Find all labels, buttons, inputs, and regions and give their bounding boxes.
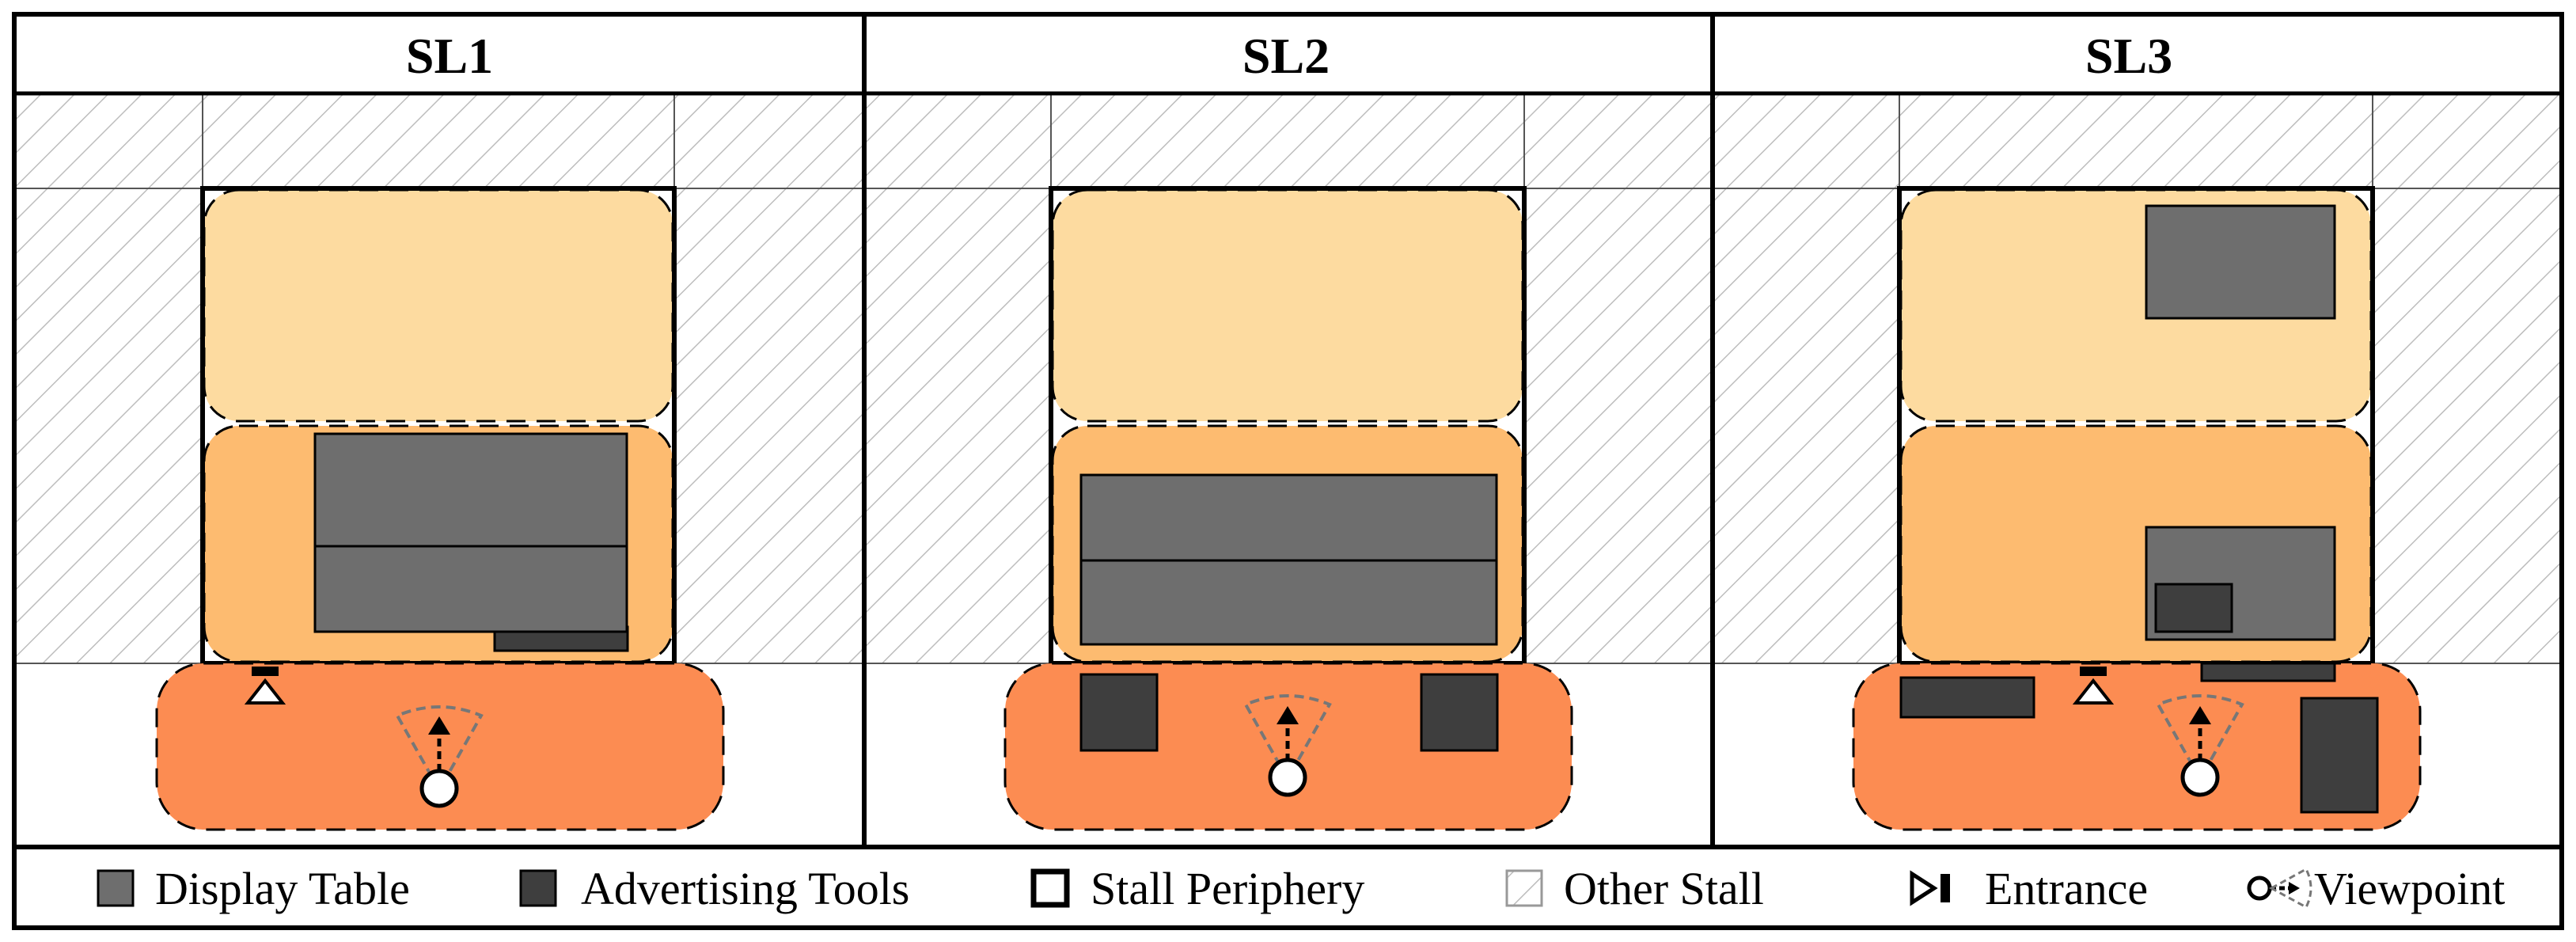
- other-stall-area: [1713, 95, 2560, 188]
- legend-item-stall-periphery: Stall Periphery: [1030, 863, 1364, 914]
- back-zone: [203, 188, 674, 423]
- back-zone: [1051, 188, 1524, 423]
- panel-sl1: SL1: [16, 28, 864, 831]
- advertising-tool: [2200, 662, 2336, 682]
- legend-label-other-stall: Other Stall: [1564, 863, 1764, 914]
- advertising-tools-swatch: [519, 869, 557, 907]
- display-table-swatch: [97, 869, 135, 907]
- display-table: [313, 432, 628, 633]
- legend-label-stall-periphery: Stall Periphery: [1091, 863, 1364, 914]
- other-stall-area: [674, 188, 864, 663]
- legend-label-display-table: Display Table: [155, 863, 410, 914]
- legend-item-display-table: Display Table: [97, 863, 410, 914]
- viewpoint-icon: [2247, 867, 2312, 910]
- legend-label-viewpoint: Viewpoint: [2314, 863, 2505, 914]
- legend-item-other-stall: Other Stall: [1505, 863, 1764, 914]
- advertising-tool: [2300, 697, 2379, 814]
- other-stall-area: [16, 95, 864, 188]
- entrance-icon: [1910, 870, 1950, 906]
- legend-item-viewpoint: Viewpoint: [2247, 863, 2505, 914]
- panel-title-sl3: SL3: [2085, 28, 2172, 84]
- advertising-tool: [1420, 673, 1499, 752]
- legend-label-entrance: Entrance: [1985, 863, 2148, 914]
- stall-periphery-swatch: [1030, 868, 1070, 908]
- advertising-tool: [1899, 676, 2035, 719]
- advertising-tool: [2154, 583, 2233, 633]
- viewpoint-marker: [2156, 694, 2244, 797]
- other-stall-area: [864, 188, 1051, 663]
- other-stall-area: [1524, 188, 1713, 663]
- other-stall-swatch: [1505, 869, 1543, 907]
- legend-label-advertising-tools: Advertising Tools: [581, 863, 909, 914]
- advertising-tool: [1079, 673, 1159, 752]
- viewpoint-marker: [395, 705, 484, 808]
- viewpoint-marker: [1243, 694, 1332, 797]
- other-stall-area: [1713, 188, 1899, 663]
- legend: Display Table Advertising Tools Stall Pe…: [97, 863, 2505, 914]
- panel-sl2: SL2: [864, 28, 1713, 831]
- panel-title-sl2: SL2: [1242, 28, 1330, 84]
- legend-item-advertising-tools: Advertising Tools: [519, 863, 909, 914]
- entrance-marker: [244, 667, 286, 705]
- figure-frame: [12, 12, 2564, 930]
- panel-title-sl1: SL1: [406, 28, 493, 84]
- entrance-marker: [2072, 667, 2115, 705]
- panel-sl3: SL3: [1713, 28, 2560, 831]
- other-stall-area: [16, 188, 203, 663]
- legend-item-entrance: Entrance: [1910, 863, 2148, 914]
- other-stall-area: [864, 95, 1713, 188]
- display-table: [2145, 204, 2336, 320]
- other-stall-area: [2373, 188, 2560, 663]
